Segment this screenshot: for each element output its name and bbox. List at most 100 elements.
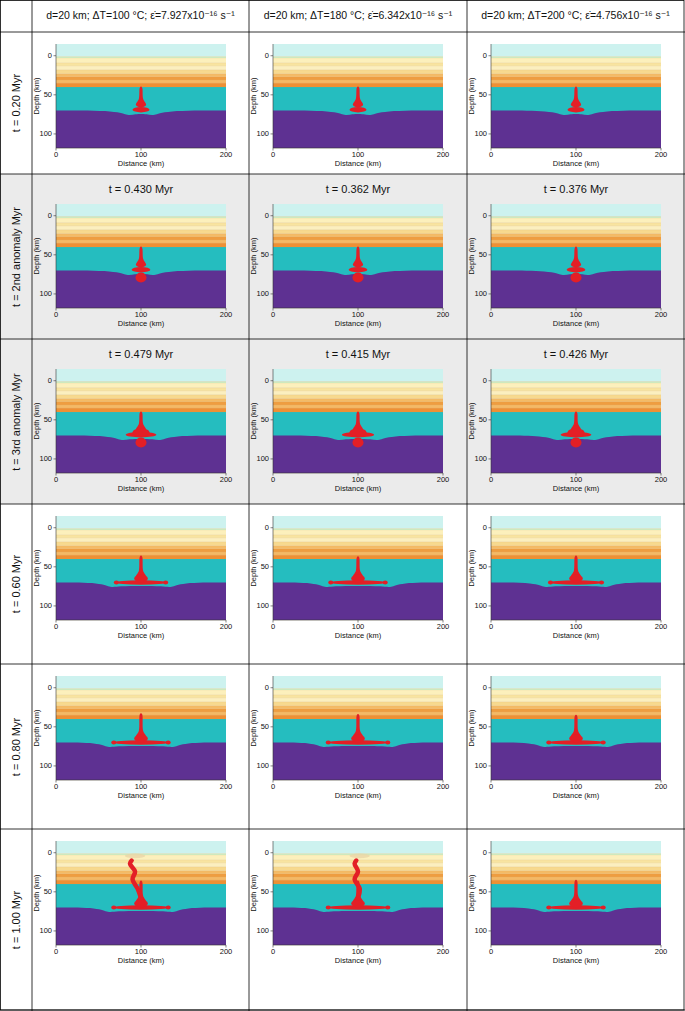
crust-layer bbox=[273, 44, 443, 57]
crust-layer bbox=[491, 529, 661, 531]
tick-label: 100 bbox=[352, 151, 365, 159]
crust-layer bbox=[491, 240, 661, 243]
tick-label: 0 bbox=[48, 684, 52, 692]
crust-layer bbox=[273, 74, 443, 77]
crust-layer bbox=[273, 676, 443, 689]
axis-title: Depth (km) bbox=[250, 549, 258, 586]
crust-layer bbox=[56, 408, 226, 412]
crust-layer bbox=[491, 87, 661, 148]
axis-title: Depth (km) bbox=[468, 549, 476, 586]
tick-label: 100 bbox=[39, 290, 52, 298]
model-section bbox=[271, 369, 444, 476]
crust-layer bbox=[56, 841, 226, 854]
crust-layer bbox=[273, 538, 443, 542]
crust-layer bbox=[273, 218, 443, 223]
mantle bbox=[273, 907, 443, 945]
crust-layer bbox=[273, 552, 443, 555]
tick-label: 50 bbox=[261, 888, 269, 896]
mantle bbox=[491, 435, 661, 473]
crust-layer bbox=[273, 695, 443, 698]
crust-layer bbox=[56, 702, 226, 706]
crust-layer bbox=[491, 698, 661, 702]
crust-layer bbox=[273, 383, 443, 388]
crust-layer bbox=[56, 538, 226, 542]
tick-label: 100 bbox=[39, 602, 52, 610]
crust-layer bbox=[56, 706, 226, 709]
tick-label: 100 bbox=[474, 602, 487, 610]
tick-label: 0 bbox=[54, 151, 58, 159]
crust-layer bbox=[56, 383, 226, 388]
crust-layer bbox=[273, 223, 443, 226]
crust-layer bbox=[56, 243, 226, 247]
tick-label: 0 bbox=[48, 212, 52, 220]
tick-label: 0 bbox=[489, 948, 493, 956]
tick-label: 100 bbox=[474, 130, 487, 138]
crust-layer bbox=[273, 234, 443, 237]
axis-title: Depth (km) bbox=[33, 549, 41, 586]
tick-label: 200 bbox=[655, 476, 668, 484]
tick-label: 0 bbox=[489, 783, 493, 791]
tick-label: 200 bbox=[220, 311, 233, 319]
tick-label: 100 bbox=[39, 455, 52, 463]
crust-layer bbox=[491, 516, 661, 529]
crust-layer bbox=[56, 44, 226, 57]
crust-layer bbox=[56, 80, 226, 83]
mantle bbox=[491, 742, 661, 780]
crust-layer bbox=[491, 706, 661, 709]
crust-layer bbox=[273, 83, 443, 87]
tick-label: 50 bbox=[44, 416, 52, 424]
model-section bbox=[271, 841, 444, 948]
crust-layer bbox=[273, 388, 443, 391]
crust-layer bbox=[56, 695, 226, 698]
crust-layer bbox=[491, 405, 661, 408]
mantle bbox=[273, 435, 443, 473]
model-section bbox=[489, 676, 662, 783]
crust-layer bbox=[491, 217, 661, 219]
crust-layer bbox=[56, 871, 226, 874]
crust-layer bbox=[491, 204, 661, 217]
tick-label: 100 bbox=[135, 311, 148, 319]
crust-layer bbox=[273, 63, 443, 66]
tick-label: 0 bbox=[271, 476, 275, 484]
tick-label: 100 bbox=[352, 623, 365, 631]
time-label: t = 0.479 Myr bbox=[109, 348, 174, 360]
crust-layer bbox=[56, 240, 226, 243]
tick-label: 0 bbox=[489, 311, 493, 319]
crust-layer bbox=[491, 230, 661, 234]
crust-layer bbox=[56, 860, 226, 863]
crust-layer bbox=[491, 77, 661, 80]
crust-layer bbox=[56, 223, 226, 226]
tick-label: 200 bbox=[220, 623, 233, 631]
tick-label: 100 bbox=[570, 783, 583, 791]
row-label: t = 0.20 Myr bbox=[10, 74, 22, 132]
tick-label: 50 bbox=[479, 416, 487, 424]
tick-label: 0 bbox=[265, 212, 269, 220]
tick-label: 50 bbox=[479, 563, 487, 571]
model-section bbox=[489, 204, 662, 311]
crust-layer bbox=[56, 546, 226, 549]
crust-layer bbox=[56, 676, 226, 689]
tick-label: 100 bbox=[352, 948, 365, 956]
tick-label: 0 bbox=[483, 377, 487, 385]
tick-label: 0 bbox=[265, 849, 269, 857]
crust-layer bbox=[56, 399, 226, 402]
tick-label: 200 bbox=[655, 311, 668, 319]
crust-layer bbox=[273, 549, 443, 552]
crust-layer bbox=[273, 709, 443, 712]
mantle bbox=[273, 110, 443, 148]
tick-label: 100 bbox=[135, 783, 148, 791]
crust-layer bbox=[491, 871, 661, 874]
crust-layer bbox=[56, 230, 226, 234]
crust-layer bbox=[273, 237, 443, 240]
tick-label: 0 bbox=[265, 524, 269, 532]
tick-label: 200 bbox=[437, 476, 450, 484]
tick-label: 100 bbox=[135, 623, 148, 631]
tick-label: 0 bbox=[48, 52, 52, 60]
tick-label: 100 bbox=[256, 602, 269, 610]
time-label: t = 0.415 Myr bbox=[326, 348, 391, 360]
crust-layer bbox=[273, 80, 443, 83]
axis-title: Depth (km) bbox=[250, 77, 258, 114]
axis-title: Depth (km) bbox=[468, 237, 476, 274]
crust-layer bbox=[491, 408, 661, 412]
